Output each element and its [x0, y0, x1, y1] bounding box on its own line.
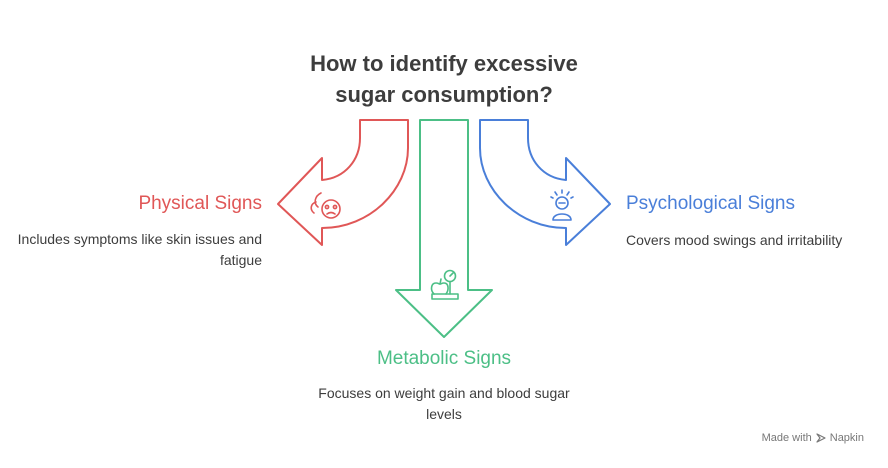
physical-signs-label: Physical Signs — [138, 193, 262, 214]
metabolic-signs-label: Metabolic Signs — [376, 348, 512, 369]
psychological-signs-description: Covers mood swings and irritability — [626, 232, 843, 248]
psychological-arrow — [479, 119, 611, 246]
metabolic-arrow — [395, 119, 493, 338]
title-line-1: How to identify excessive — [310, 51, 578, 76]
title-line-2: sugar consumption? — [335, 82, 553, 107]
scale-apple-icon — [430, 269, 459, 300]
physical-signs-description: Includes symptoms like skin issues and f… — [17, 231, 262, 268]
napkin-logo-icon — [816, 433, 826, 443]
sick-face-icon — [310, 192, 341, 219]
metabolic-signs-description: Focuses on weight gain and blood sugar l… — [318, 385, 570, 422]
physical-arrow — [277, 119, 409, 246]
made-with-text: Made with — [761, 432, 812, 444]
napkin-watermark: Made with Napkin — [762, 432, 864, 444]
stressed-person-icon — [550, 189, 574, 221]
psychological-signs-label: Psychological Signs — [626, 193, 795, 214]
napkin-brand-text: Napkin — [829, 432, 864, 444]
diagram-title: How to identify excessive sugar consumpt… — [244, 48, 644, 110]
